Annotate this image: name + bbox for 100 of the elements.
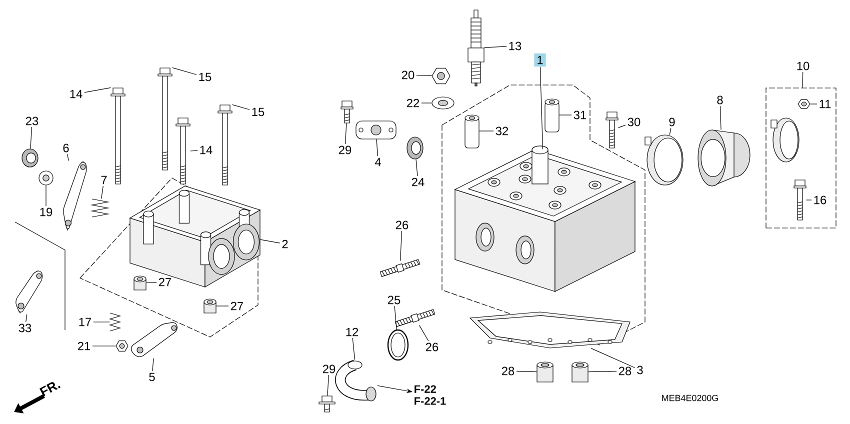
bolt-drawing: [218, 104, 232, 186]
spring-drawing: [90, 198, 110, 218]
callout-number: 14: [70, 90, 82, 98]
valve-guide-drawing: [464, 114, 480, 148]
dowel-pin-drawing: [204, 298, 216, 314]
bolt-drawing: [110, 88, 126, 184]
callout-number: 8: [717, 96, 723, 104]
spring-drawing: [108, 312, 122, 332]
leader-line: [26, 314, 28, 322]
reference-label: F-22 F-22-1: [414, 385, 446, 405]
callout-number: 32: [496, 126, 508, 136]
callout-number: 1: [534, 53, 546, 67]
leader-line: [190, 150, 198, 152]
leader-line: [345, 123, 347, 144]
callout-number: 13: [509, 42, 522, 50]
leader-line: [802, 72, 804, 88]
callout-number: 20: [402, 70, 414, 80]
callout-number: 19: [40, 208, 52, 216]
rocker-arm-drawing: [130, 322, 178, 358]
leader-line: [484, 46, 507, 48]
callout-number: 11: [820, 100, 831, 108]
leader-line: [479, 130, 494, 132]
leader-line: [559, 114, 572, 116]
stud-bolt-drawing: [394, 309, 436, 327]
callout-number: 30: [628, 118, 640, 126]
callout-number: 4: [374, 158, 381, 166]
callout-number: 31: [574, 110, 586, 120]
callout-number: 21: [78, 342, 90, 350]
spark-plug-drawing: [468, 10, 484, 86]
callout-number: 27: [230, 302, 244, 310]
callout-number: 28: [502, 366, 514, 376]
seal-drawing: [406, 136, 424, 160]
clamp-drawing: [644, 134, 684, 186]
washer-drawing: [432, 96, 454, 110]
bolt-drawing: [794, 180, 806, 220]
callout-number: 16: [814, 196, 826, 204]
callout-number: 7: [101, 176, 107, 184]
bolt-drawing: [176, 118, 190, 184]
leader-line: [400, 230, 402, 261]
callout-number: 27: [158, 278, 172, 286]
group-frame: [766, 88, 836, 228]
dowel-pin-drawing: [536, 362, 554, 382]
leader-line: [84, 87, 111, 93]
dowel-pin-drawing: [572, 362, 588, 382]
callout-number: 5: [149, 372, 155, 382]
callout-number: 14: [200, 146, 212, 154]
callout-number: 26: [396, 220, 408, 230]
leader-line: [394, 306, 397, 330]
valve-guide-drawing: [544, 98, 560, 132]
leader-line: [421, 102, 432, 104]
callout-number: 12: [346, 328, 358, 336]
leader-line: [416, 159, 418, 176]
callout-number: 24: [412, 178, 424, 186]
callout-number: 15: [252, 108, 264, 116]
leader-line: [540, 66, 544, 150]
leader-line: [352, 338, 356, 360]
callout-number: 26: [426, 342, 438, 352]
callout-number: 28: [618, 366, 632, 376]
leader-line: [516, 370, 537, 372]
leader-line: [327, 374, 329, 396]
callout-number: 9: [669, 118, 675, 126]
washer-drawing: [38, 170, 54, 186]
seal-drawing: [22, 148, 38, 168]
callout-number: 3: [637, 366, 643, 374]
callout-number: 17: [79, 318, 92, 326]
callout-number: 25: [388, 296, 400, 304]
leader-line: [232, 104, 250, 110]
leader-line: [590, 348, 636, 368]
leader-line: [30, 126, 32, 149]
leader-line: [101, 186, 104, 199]
callout-number: 23: [26, 116, 38, 126]
rocker-arm-drawing: [16, 270, 43, 314]
callout-number: 2: [282, 240, 288, 248]
leader-line: [720, 106, 722, 130]
nut-drawing: [798, 99, 810, 109]
o-ring-drawing: [387, 329, 409, 361]
stud-bolt-drawing: [380, 259, 420, 277]
leader-line: [588, 370, 617, 372]
elbow-pipe-drawing: [335, 360, 376, 402]
leader-line: [416, 74, 432, 76]
leader-line: [66, 154, 69, 161]
rocker-arm-drawing: [63, 161, 87, 231]
leader-line: [260, 239, 280, 244]
bolt-drawing: [606, 112, 618, 148]
leader-line: [172, 67, 197, 75]
callout-number: 6: [63, 144, 69, 152]
callout-number: 22: [406, 98, 420, 108]
leader-line: [669, 128, 672, 135]
leader-line: [146, 282, 157, 284]
callout-number: 29: [338, 146, 352, 154]
bolt-drawing: [340, 100, 354, 124]
callout-number: 33: [18, 324, 32, 332]
plate-drawing: [356, 120, 396, 140]
leader-line: [618, 124, 626, 128]
callout-number: 15: [199, 72, 212, 82]
diagram-code: MEB4E0200G: [662, 394, 718, 402]
bolt-drawing: [318, 396, 336, 412]
leader-line: [376, 139, 378, 156]
nut-drawing: [432, 68, 450, 84]
leader-line: [152, 358, 154, 372]
